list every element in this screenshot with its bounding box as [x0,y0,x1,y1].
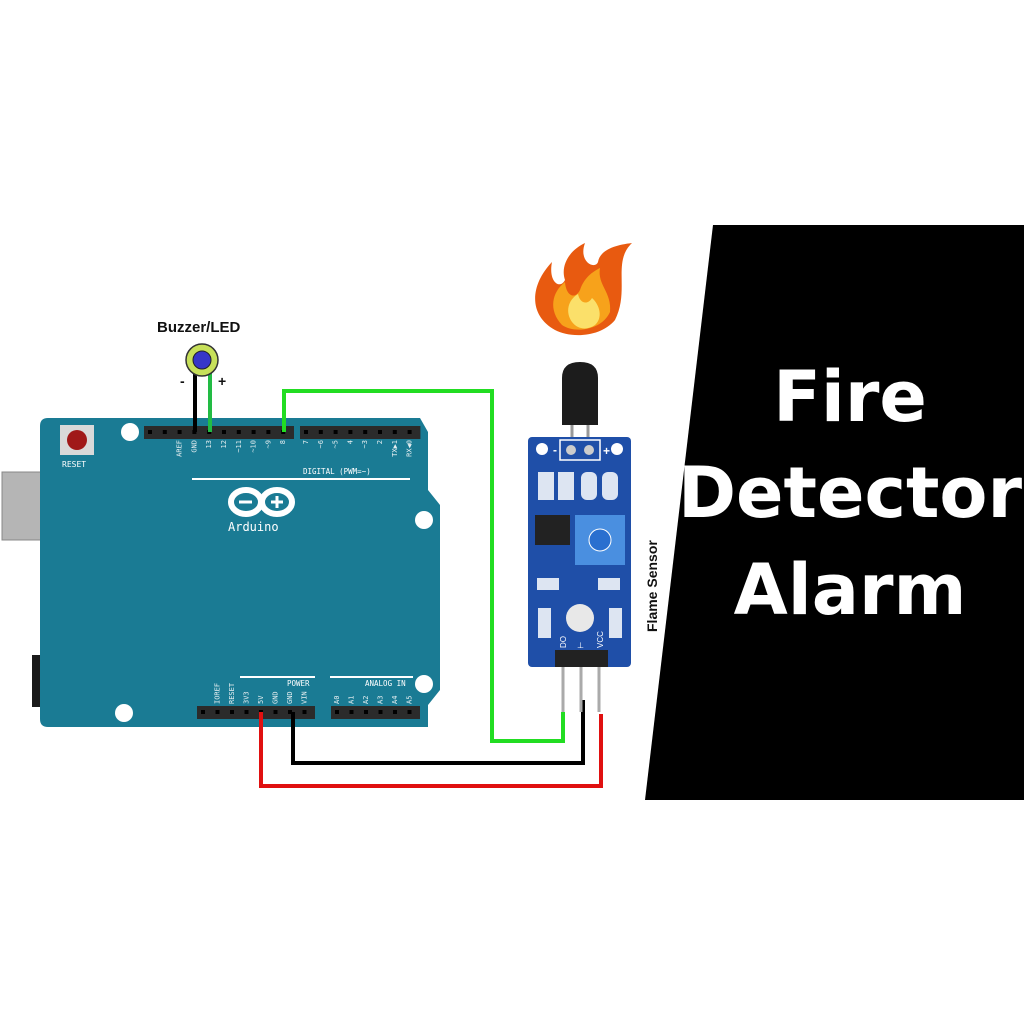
analog-label: ANALOG IN [365,679,406,688]
digital-right-pin [378,430,382,434]
digital-left-pin-label: ~9 [264,440,272,448]
arduino-logo [228,487,295,517]
digital-left-pin [177,430,182,434]
digital-left-pin-label: 13 [205,440,213,448]
reset-button-cap [67,430,87,450]
digital-right-pin-label: 4 [346,440,354,444]
digital-right-pin [407,430,412,434]
power-pin [302,710,307,714]
analog-pin [378,710,383,714]
buzzer-minus-label: - [180,373,185,389]
power-pin [288,710,292,714]
analog-pin-label: A5 [406,696,414,704]
digital-right-pin-label: ~6 [317,440,325,448]
digital-right-pin-label: ~3 [361,440,369,448]
digital-right-pin-label: RX◀0 [406,440,414,457]
digital-header: AREF GND 13 12 ~11 ~10 ~9 8 7 ~6 ~5 4 ~3 2 TX▶1 RX◀0 [144,426,421,457]
buzzer-label: Buzzer/LED [157,319,241,336]
wire-black-ground [291,700,585,765]
analog-strip [331,706,420,719]
digital-left-pin-label: AREF [176,440,184,457]
sensor-plus-label: + [603,444,610,458]
power-pin-label: RESET [228,682,236,704]
mounting-hole [415,675,433,693]
analog-pin-label: A4 [391,696,399,704]
digital-left-pin [222,430,226,434]
analog-pin [335,710,339,714]
analog-pin-label: A3 [377,696,385,704]
sensor-minus-label: - [553,443,557,457]
digital-left-pin [251,430,256,434]
power-pin-label: 3V3 [243,691,251,704]
buzzer-led [185,343,219,377]
power-pin-label: GND [286,691,294,704]
title-line-2: Detector [677,452,1023,534]
digital-left-pin [266,430,271,434]
title-line-3: Alarm [733,549,967,631]
buzzer-plus-label: + [218,373,226,389]
digital-right-pin-label: ~5 [332,440,340,448]
digital-right-pin [363,430,368,434]
sensor-pin-gnd: ⊥ [577,641,584,650]
analog-pin-label: A1 [348,696,356,704]
power-pin [273,710,278,714]
power-pin-label: 5V [257,695,265,704]
analog-pin [349,710,354,714]
digital-left-pin-label: 12 [220,440,228,448]
digital-left-pin [148,430,152,434]
analog-pin-label: A0 [333,696,341,704]
wire-red-power [259,712,603,788]
digital-left-pin-label: ~10 [250,440,258,453]
title-line-1: Fire [773,356,927,438]
flame-sensor-label: Flame Sensor [644,540,660,632]
arduino-board [40,418,440,727]
digital-right-pin [304,430,308,434]
digital-right-pin-label: TX▶1 [391,440,399,457]
power-pin [244,710,249,714]
digital-right-pin [392,430,397,434]
digital-left-pin [162,430,167,434]
power-pin-label: GND [272,691,280,704]
digital-left-pin [236,430,241,434]
digital-label: DIGITAL (PWM=~) [303,467,371,476]
power-pin-label: VIN [301,691,309,704]
digital-right-pin [333,430,338,434]
reset-label: RESET [62,460,86,469]
digital-right-strip [300,426,421,439]
power-strip [197,706,315,719]
arduino-label: Arduino [228,520,279,534]
digital-left-pin-label: ~11 [235,440,243,453]
power-pin [201,710,205,714]
ir-receiver [562,362,598,448]
digital-left-pin-label: GND [190,440,198,453]
power-pin [230,710,234,714]
analog-pin [407,710,412,714]
analog-pin-label: A2 [362,696,370,704]
power-pin [215,710,220,714]
power-pin-label: IOREF [214,683,222,704]
digital-right-pin [318,430,323,434]
sensor-pin-vcc: VCC [596,631,605,648]
digital-left-pin-label: 8 [279,440,287,444]
digital-right-pin-label: 7 [302,440,310,444]
power-header: IOREF RESET 3V3 5V GND GND VIN A0 A1 A2 A3 A4 A5 [197,682,420,719]
power-label: POWER [287,679,310,688]
analog-pin [393,710,397,714]
digital-left-strip [144,426,294,439]
analog-pin [364,710,368,714]
flame-sensor-module [528,437,631,712]
title-panel [645,225,1024,800]
sensor-pin-do: DO [559,636,568,648]
mounting-hole [121,423,139,441]
digital-right-pin [348,430,353,434]
wire-green-signal [282,389,565,743]
mounting-hole [415,511,433,529]
digital-right-pin-label: 2 [376,440,384,444]
flame-icon [535,243,632,336]
mounting-hole [115,704,133,722]
